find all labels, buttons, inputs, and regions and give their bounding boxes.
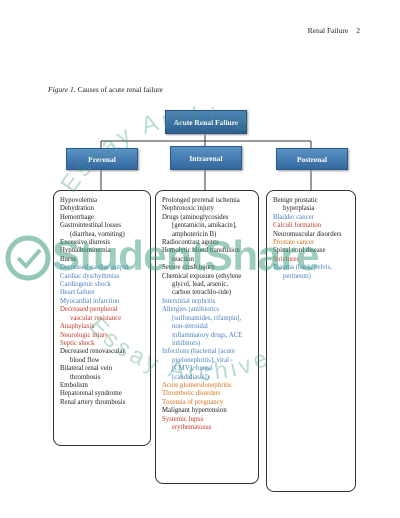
- intrarenal-item: Nephrotoxic injury: [162, 205, 214, 213]
- intrarenal-item: Interstitial nephritis: [162, 297, 216, 305]
- prerenal-item: Myocardial infarction: [60, 297, 120, 305]
- prerenal-item: Heart failure: [60, 289, 95, 297]
- watermark-arc-top: Essay Archive: [56, 103, 257, 198]
- intrarenal-item: Radiocontrast agents: [162, 239, 219, 247]
- prerenal-item: Cardiogenic shock: [60, 281, 111, 289]
- postrenal-item: hyperplasia: [283, 205, 315, 213]
- prerenal-item: Hemorrhage: [60, 213, 94, 221]
- intrarenal-item: [gentamicin, amikacin],: [172, 222, 237, 230]
- watermark-logo-icon: [5, 235, 51, 281]
- intrarenal-item: glycol, lead, arsenic,: [172, 281, 229, 289]
- running-title: Renal Failure: [307, 26, 349, 35]
- intrarenal-item: inhibitors): [172, 339, 201, 347]
- category-intrarenal: Intrarenal: [170, 146, 242, 170]
- intrarenal-item: Acute glomerulonephritis: [162, 381, 232, 389]
- intrarenal-item: Malignant hypertension: [162, 407, 227, 415]
- prerenal-item: Hepatorenal syndrome: [60, 390, 122, 398]
- prerenal-item: Decreased cardiac output: [60, 264, 129, 272]
- intrarenal-item: Allergies (antibiotics: [162, 306, 220, 314]
- postrenal-item: Spinal cord disease: [273, 247, 326, 255]
- intrarenal-item: Severe crush injury: [162, 264, 215, 272]
- watermark-arc-bottom: Essay Archive: [84, 312, 276, 385]
- intrarenal-item: erythematosus: [172, 423, 212, 431]
- intrarenal-item: [CMV], fungal: [172, 365, 213, 373]
- prerenal-item: Anaphylaxis: [60, 323, 95, 331]
- prerenal-item: Hypoalbuminemia: [60, 247, 111, 255]
- postrenal-item: Bladder cancer: [273, 213, 314, 221]
- intrarenal-item: inflammatory drugs, ACE: [172, 331, 243, 339]
- postrenal-item: Trauma (back, pelvis,: [273, 264, 333, 272]
- postrenal-item: Calculi formation: [273, 222, 322, 230]
- intrarenal-item: Hemolytic blood transfusion: [162, 247, 240, 255]
- prerenal-item: Neurologic injury: [60, 331, 109, 339]
- prerenal-item: blood flow: [70, 356, 100, 364]
- prerenal-item: Excessive diuresis: [60, 239, 111, 247]
- intrarenal-item: reaction: [172, 255, 194, 263]
- intrarenal-item: Prolonged prerenal ischemia: [162, 197, 240, 204]
- prerenal-item: Dehydration: [60, 205, 94, 213]
- prerenal-item: thrombosis: [70, 373, 101, 381]
- figure-caption: Figure 1. Causes of acute renal failure: [48, 85, 163, 94]
- prerenal-item: Renal artery thrombosis: [60, 398, 126, 406]
- prerenal-item: Embolism: [60, 381, 88, 389]
- figure-label: Figure 1.: [48, 85, 76, 94]
- running-head: Renal Failure 2: [308, 26, 360, 35]
- prerenal-item: Cardiac dysrhythmias: [60, 272, 120, 280]
- root-node: Acute Renal Failure: [165, 110, 247, 134]
- intrarenal-item: [sulfonamides, rifampin],: [172, 314, 242, 322]
- intrarenal-item: carbon tetrachlo-ride): [172, 289, 232, 297]
- intrarenal-item: pyelonephritis], viral: [172, 356, 230, 364]
- prerenal-item: Bilateral renal vein: [60, 365, 113, 373]
- prerenal-item: Hypovolemia: [60, 197, 97, 204]
- intrarenal-item: Thrombotic disorders: [162, 390, 221, 398]
- postrenal-item: Benign prostatic: [273, 197, 318, 204]
- prerenal-item: Gastrointestinal losses: [60, 222, 121, 230]
- intrarenal-item: Toxemia of pregnancy: [162, 398, 224, 406]
- intrarenal-item: Chemical exposure (ethylene: [162, 272, 242, 280]
- prerenal-item: Decreased peripheral: [60, 306, 118, 314]
- prerenal-item: (diarrhea, vomiting): [70, 230, 125, 238]
- prerenal-item: Burns: [60, 255, 77, 263]
- figure-caption-text: Causes of acute renal failure: [77, 85, 163, 94]
- prerenal-item: vascular resistance: [70, 314, 122, 322]
- postrenal-item: perineum): [283, 272, 311, 280]
- postrenal-item: Strictures: [273, 255, 300, 263]
- intrarenal-item: Infections (bacterial [acute: [162, 348, 235, 356]
- page-number: 2: [356, 26, 360, 35]
- intrarenal-item: amphotericin B): [172, 230, 217, 238]
- category-prerenal: Prerenal: [66, 148, 138, 170]
- intrarenal-item: Drugs (aminoglycosides: [162, 213, 229, 221]
- category-postrenal: Postrenal: [276, 148, 348, 170]
- intrarenal-item: [candidiasis]): [172, 373, 209, 381]
- intrarenal-item: non-steroidal: [172, 323, 208, 331]
- postrenal-item: Prostate cancer: [273, 239, 315, 247]
- intrarenal-item: Systemic lupus: [162, 415, 204, 423]
- prerenal-item: Decreased renovascular: [60, 348, 125, 356]
- postrenal-item: Neuromuscular disorders: [273, 230, 342, 238]
- prerenal-item: Septic shock: [60, 339, 95, 347]
